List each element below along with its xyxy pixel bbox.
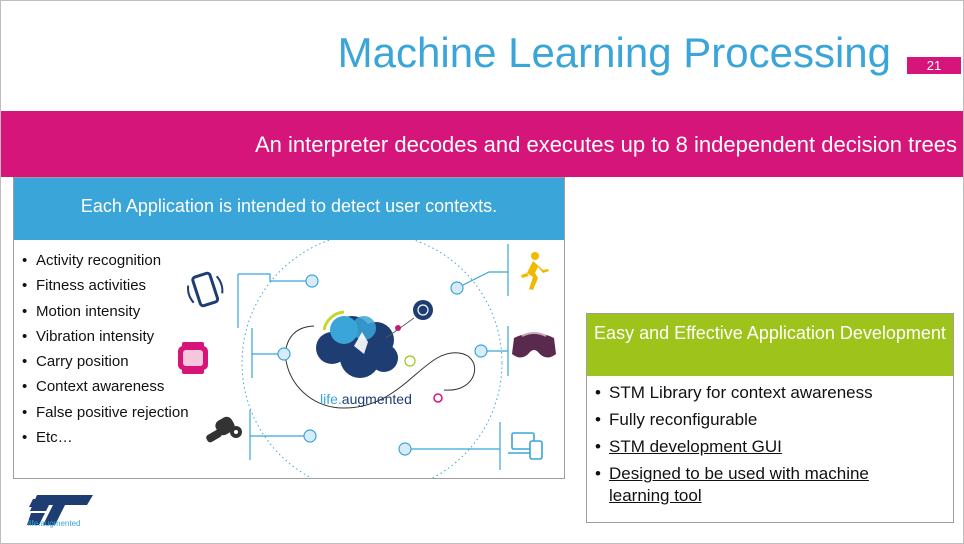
smartwatch-icon: [178, 342, 208, 374]
list-item: Activity recognition: [22, 248, 189, 273]
ml-tool-link[interactable]: Designed to be used with machine learnin…: [609, 464, 869, 505]
applications-panel: Each Application is intended to detect u…: [13, 177, 565, 479]
development-panel-header: Easy and Effective Application Developme…: [587, 314, 953, 376]
logo-tagline: life.augmented: [28, 519, 81, 528]
page-number-badge: 21: [907, 57, 961, 74]
life-augmented-cloud-icon: [316, 300, 433, 378]
context-list: Activity recognition Fitness activities …: [22, 248, 189, 450]
list-item: Context awareness: [22, 374, 189, 399]
context-diagram: life.augmented: [178, 232, 556, 478]
dev-gui-link[interactable]: STM development GUI: [609, 437, 782, 456]
applications-panel-header: Each Application is intended to detect u…: [14, 178, 564, 240]
list-item[interactable]: •STM development GUI: [595, 436, 919, 458]
st-logo-icon: [27, 495, 93, 525]
feature-text: Fully reconfigurable: [609, 410, 758, 429]
banner: An interpreter decodes and executes up t…: [1, 111, 963, 177]
center-brand-label: life.augmented: [320, 391, 412, 407]
inner-orbit-curve: [285, 325, 476, 409]
list-item[interactable]: •Designed to be used with machine learni…: [595, 463, 919, 507]
runner-icon: [521, 252, 549, 290]
orbit-nodes: [277, 274, 488, 456]
slide-title: Machine Learning Processing: [337, 29, 891, 76]
feature-text: STM Library for context awareness: [609, 383, 873, 402]
car-key-fob-icon: [206, 416, 242, 443]
list-item: Motion intensity: [22, 299, 189, 324]
list-item: Carry position: [22, 349, 189, 374]
development-panel: Easy and Effective Application Developme…: [586, 313, 954, 523]
list-item: Etc…: [22, 425, 189, 450]
list-item: Fitness activities: [22, 273, 189, 298]
vr-headset-icon: [512, 332, 556, 358]
smartphone-icon: [187, 271, 224, 308]
list-item: •STM Library for context awareness: [595, 383, 873, 402]
laptop-tablet-icon: [508, 432, 543, 460]
connector-lines: [237, 244, 509, 470]
dotted-orbit-circle: [241, 232, 503, 478]
list-item: False positive rejection: [22, 400, 189, 425]
brand-dot-icon: [433, 393, 443, 403]
list-item: Vibration intensity: [22, 324, 189, 349]
banner-text: An interpreter decodes and executes up t…: [254, 132, 957, 157]
feature-list: •STM Library for context awareness •Full…: [595, 382, 919, 512]
list-item: •Fully reconfigurable: [595, 410, 758, 429]
